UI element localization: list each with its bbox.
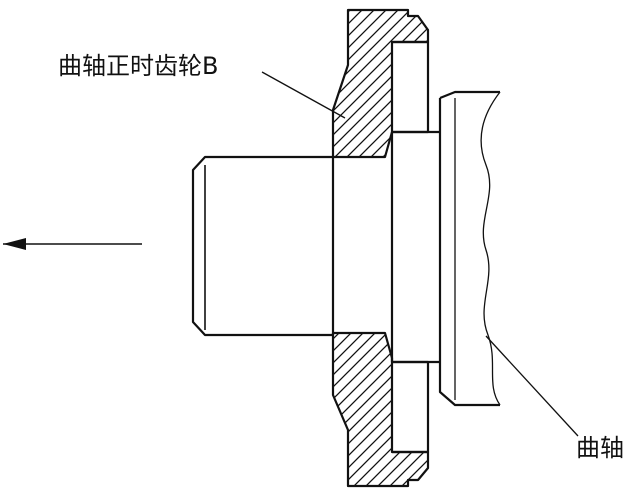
crankshaft-leader-line	[485, 335, 579, 437]
crankshaft-flange	[438, 90, 500, 407]
gear-section-lower	[331, 331, 430, 488]
shaft-end	[191, 155, 333, 337]
gear-leader-line	[261, 71, 346, 119]
crankshaft-label: 曲轴	[576, 434, 624, 462]
gear-label: 曲轴正时齿轮B	[58, 52, 219, 80]
gear-section-upper	[331, 8, 430, 159]
direction-arrow-head	[3, 238, 26, 250]
crankshaft-break-line	[480, 91, 501, 406]
gear-bore	[390, 40, 440, 454]
